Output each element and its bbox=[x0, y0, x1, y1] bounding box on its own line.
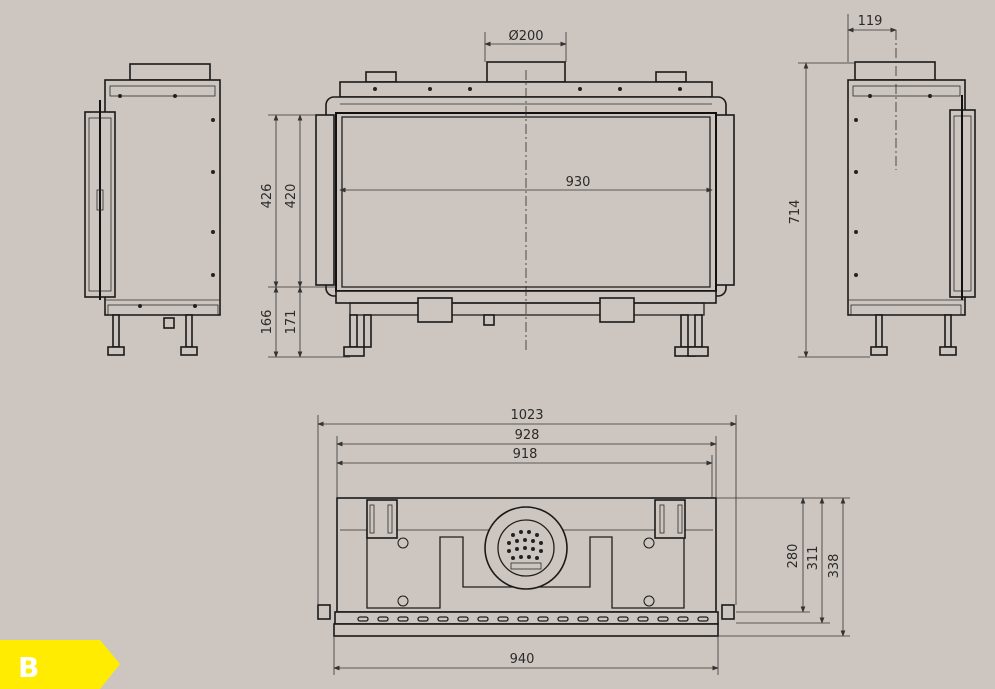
dim-928: 928 bbox=[515, 428, 540, 443]
dim-420: 420 bbox=[284, 184, 299, 209]
plan-view bbox=[317, 497, 735, 637]
dim-311: 311 bbox=[806, 546, 821, 571]
dim-930: 930 bbox=[566, 175, 591, 190]
left-side-view bbox=[84, 63, 221, 356]
right-side-view bbox=[847, 30, 976, 356]
dim-426: 426 bbox=[260, 184, 275, 209]
dim-940: 940 bbox=[510, 652, 535, 667]
flue-grille-holes bbox=[507, 530, 543, 560]
dim-flue-diameter: Ø200 bbox=[508, 29, 543, 44]
dim-338: 338 bbox=[827, 554, 842, 579]
dimension-labels: Ø200 119 930 714 426 420 166 171 1023 92… bbox=[260, 14, 882, 667]
dim-171: 171 bbox=[284, 310, 299, 335]
dim-280: 280 bbox=[786, 544, 801, 569]
front-view bbox=[315, 61, 735, 357]
dim-918: 918 bbox=[513, 447, 538, 462]
badge-label: B bbox=[18, 651, 39, 684]
variant-badge: B bbox=[0, 640, 120, 689]
vent-slots bbox=[357, 616, 709, 622]
dim-1023: 1023 bbox=[510, 408, 543, 423]
dimension-lines bbox=[268, 14, 897, 675]
dim-119: 119 bbox=[858, 14, 883, 29]
dim-166: 166 bbox=[260, 310, 275, 335]
dim-714: 714 bbox=[788, 200, 803, 225]
badge-arrow-shape bbox=[0, 640, 120, 689]
